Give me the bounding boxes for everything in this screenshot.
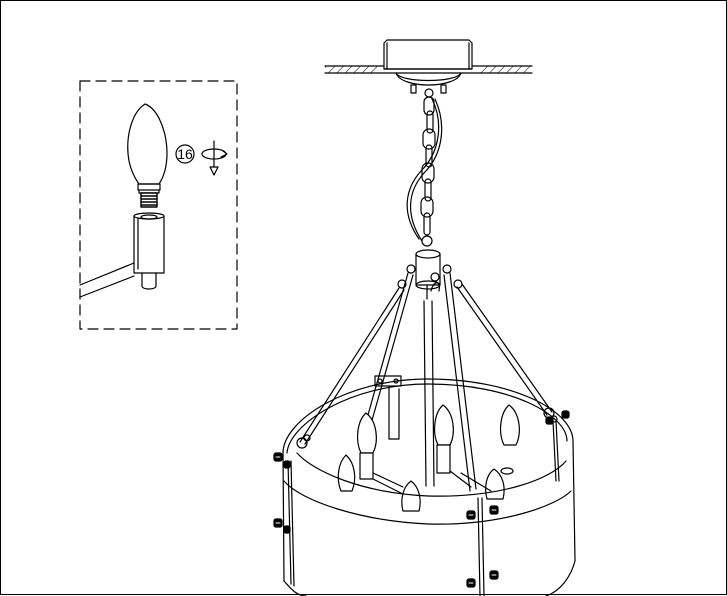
support-rods — [296, 272, 558, 492]
drum-bottom-rim — [283, 580, 307, 596]
bulb-thread-icon — [140, 192, 158, 208]
arm-icon — [79, 262, 135, 298]
candle-bulb-6 — [485, 467, 514, 500]
rotate-arrow-icon — [201, 140, 228, 176]
power-wire — [406, 98, 443, 242]
candle-bulb-2 — [433, 404, 454, 474]
support-rod-1 — [299, 287, 400, 443]
candle-bulb-1 — [356, 412, 377, 480]
candle-bulbs — [337, 404, 520, 512]
step-number-label: 16 — [177, 146, 193, 162]
drum-left-wall — [282, 452, 285, 582]
support-rod-4 — [443, 274, 471, 492]
ceiling-hatch — [325, 66, 378, 73]
step-number-circle — [175, 144, 195, 164]
drum-seam-left — [287, 460, 292, 585]
socket-icon — [133, 212, 165, 290]
fastener-highlights — [275, 456, 497, 584]
drum-top-rim — [282, 378, 574, 454]
drum-seam-front — [477, 497, 481, 596]
step-marker: 16 — [175, 144, 195, 164]
ceiling-mount — [324, 39, 533, 98]
ceiling-canopy — [383, 39, 473, 98]
support-rod-2 — [363, 272, 409, 430]
fastener-screws — [273, 410, 570, 588]
center-hub — [397, 249, 463, 300]
drum-shade — [282, 378, 576, 596]
candle-bulb-5 — [401, 480, 421, 512]
candle-bulb-4 — [337, 454, 356, 492]
drum-seam-right — [552, 420, 557, 482]
support-rod-3 — [423, 300, 427, 487]
chain — [420, 96, 436, 247]
candle-bulb-3 — [499, 404, 520, 446]
support-rod-5 — [456, 286, 548, 416]
candle-arms — [372, 470, 492, 494]
bulb-icon — [127, 103, 168, 194]
drum-right-wall — [572, 440, 576, 562]
detail-inset: 16 — [79, 80, 238, 330]
detail-dashed-box — [79, 80, 238, 330]
